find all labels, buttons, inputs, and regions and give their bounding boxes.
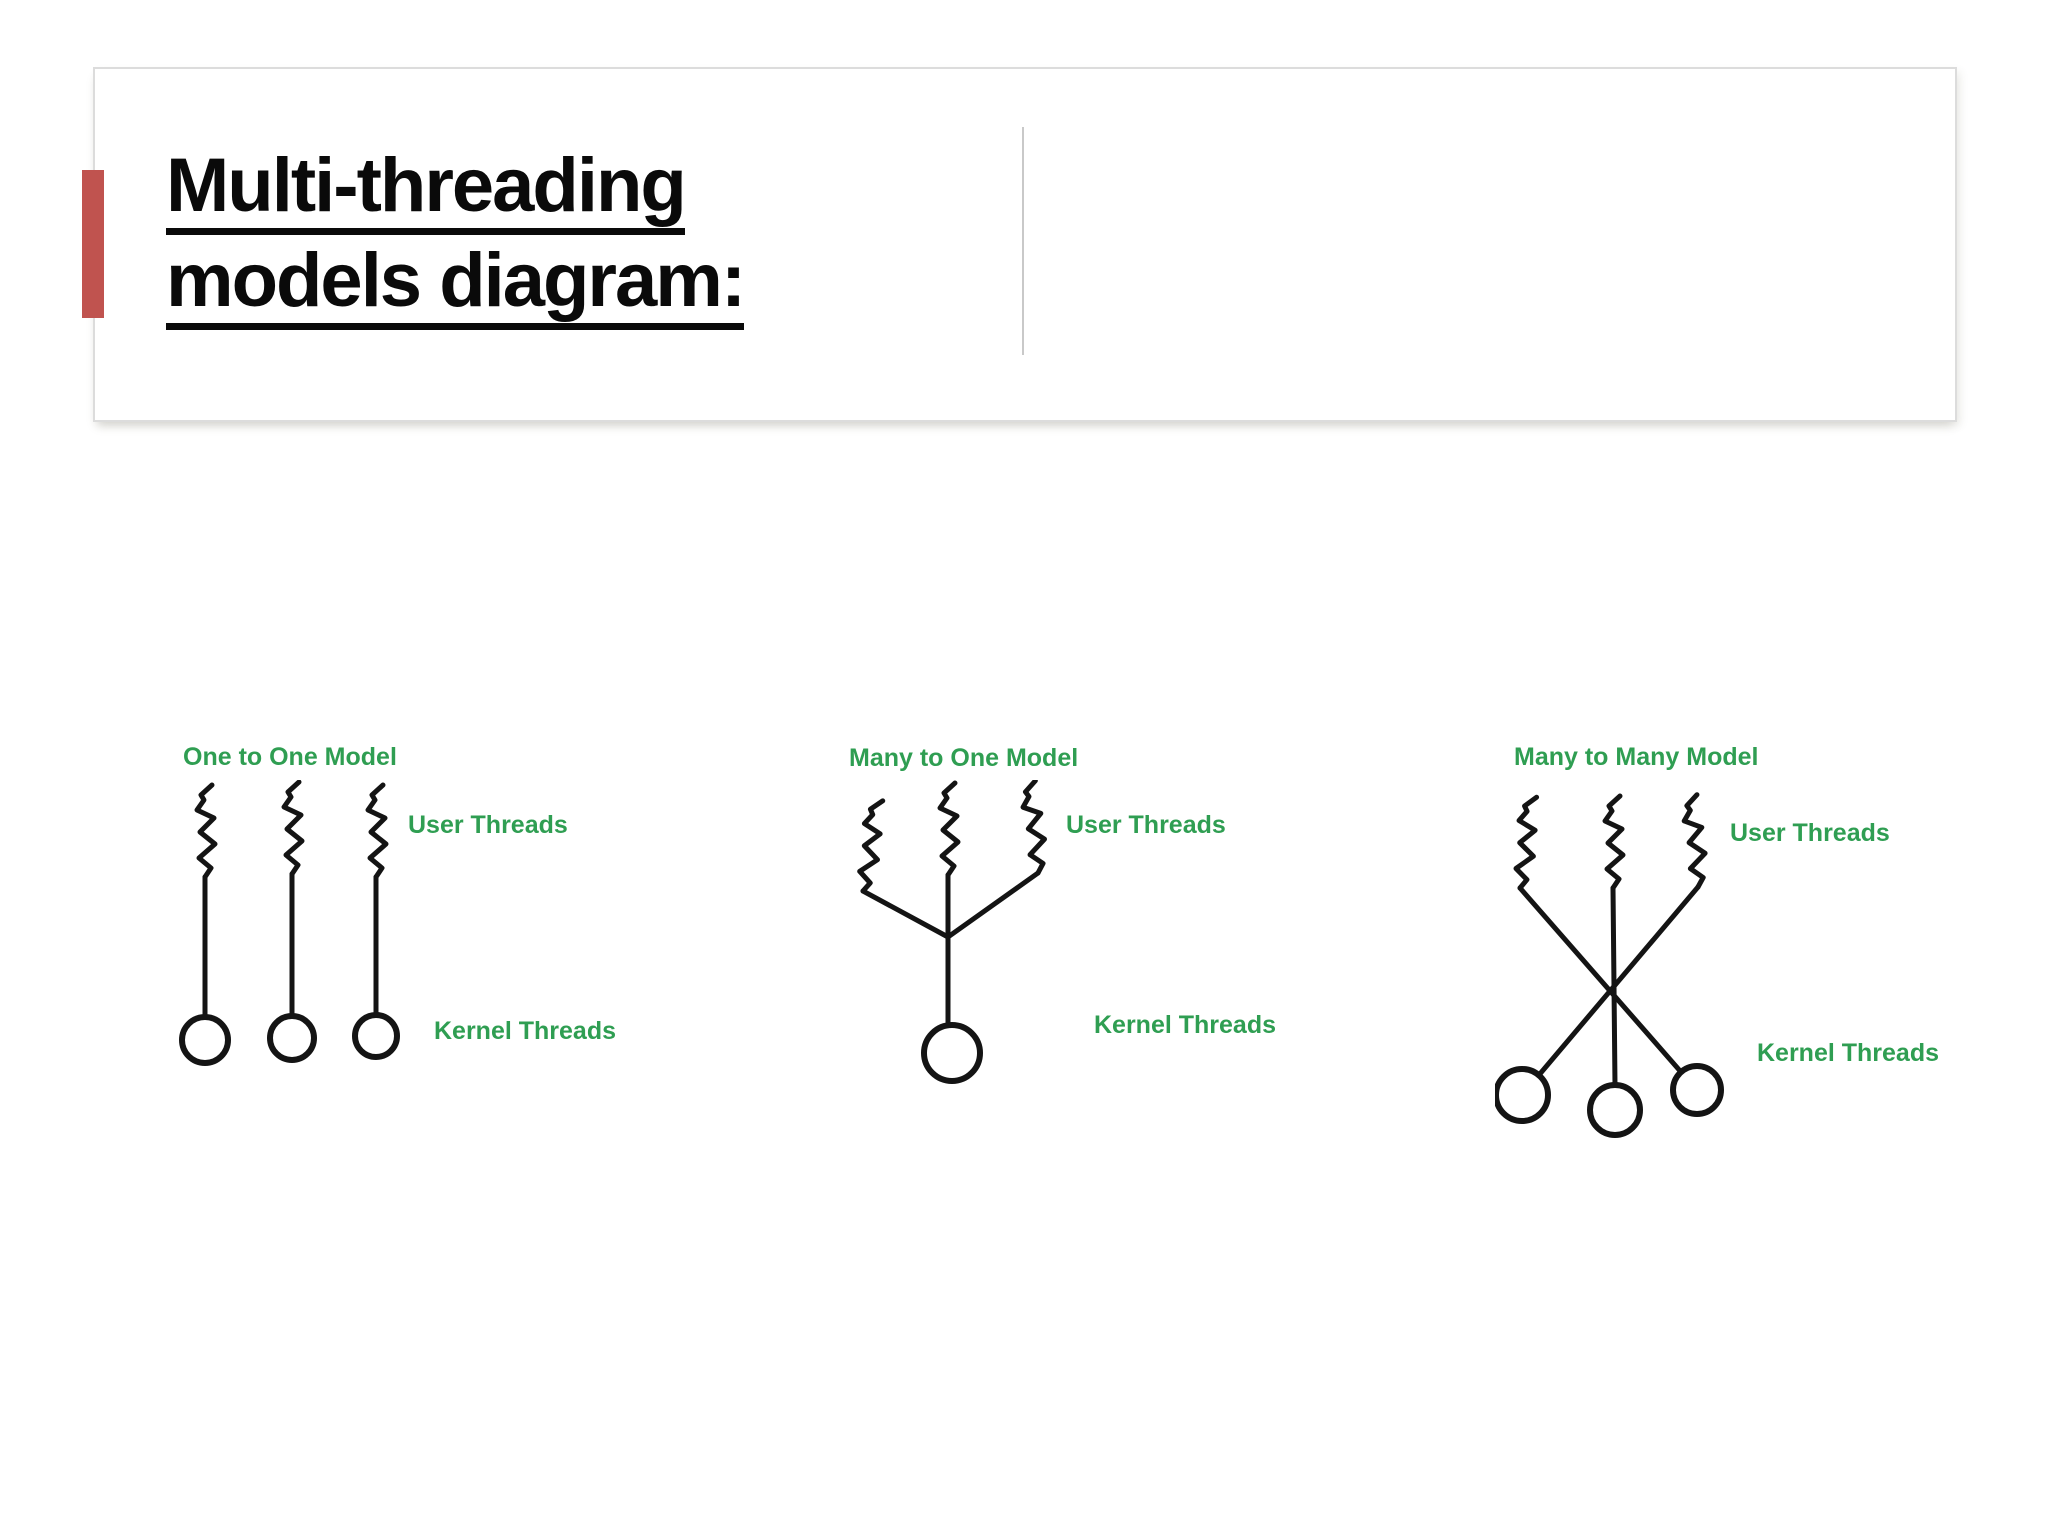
title-accent-bar [82,170,104,318]
user-thread-squiggle-icon [857,798,886,894]
user-threads-label: User Threads [1730,819,1890,847]
thread-mapping-line [1610,885,1618,1088]
thread-mapping-line [945,870,1041,940]
user-thread-squiggle-icon [194,782,218,880]
user-thread-squiggle-icon [1681,792,1708,890]
diagram-many-to-one [857,780,1047,1084]
user-thread-squiggle-icon [1602,793,1626,891]
page-title-line-2: models diagram: [166,243,746,330]
thread-mapping-line [1517,885,1684,1075]
thread-mapping-line [860,888,951,940]
diagram-many-to-many [1495,792,1724,1138]
user-thread-squiggle-icon [365,782,389,880]
diagram-title: One to One Model [183,743,397,771]
kernel-thread-circle-icon [1670,1063,1724,1117]
kernel-thread-circle-icon [352,1012,400,1060]
thread-mapping-line [1536,884,1701,1078]
user-thread-squiggle-icon [1020,780,1047,876]
user-thread-squiggle-icon [1513,794,1540,891]
kernel-thread-circle-icon [921,1022,983,1084]
user-thread-squiggle-icon [281,780,305,877]
kernel-threads-label: Kernel Threads [434,1017,617,1045]
kernel-thread-circle-icon [1495,1066,1551,1124]
header-divider [1022,127,1024,355]
kernel-threads-label: Kernel Threads [1757,1039,1940,1067]
diagram-title: Many to Many Model [1514,743,1759,771]
user-threads-label: User Threads [1066,811,1226,839]
user-threads-label: User Threads [408,811,568,839]
diagram-title: Many to One Model [849,744,1079,772]
diagram-one-to-one [179,780,400,1066]
kernel-threads-label: Kernel Threads [1094,1011,1277,1039]
kernel-thread-circle-icon [1587,1082,1643,1138]
user-thread-squiggle-icon [937,780,961,878]
kernel-thread-circle-icon [179,1014,231,1066]
page-title-line-1: Multi-threading [166,148,744,235]
page-title: Multi-threading models diagram: [166,148,746,338]
kernel-thread-circle-icon [267,1013,317,1063]
header-box [93,67,1957,422]
